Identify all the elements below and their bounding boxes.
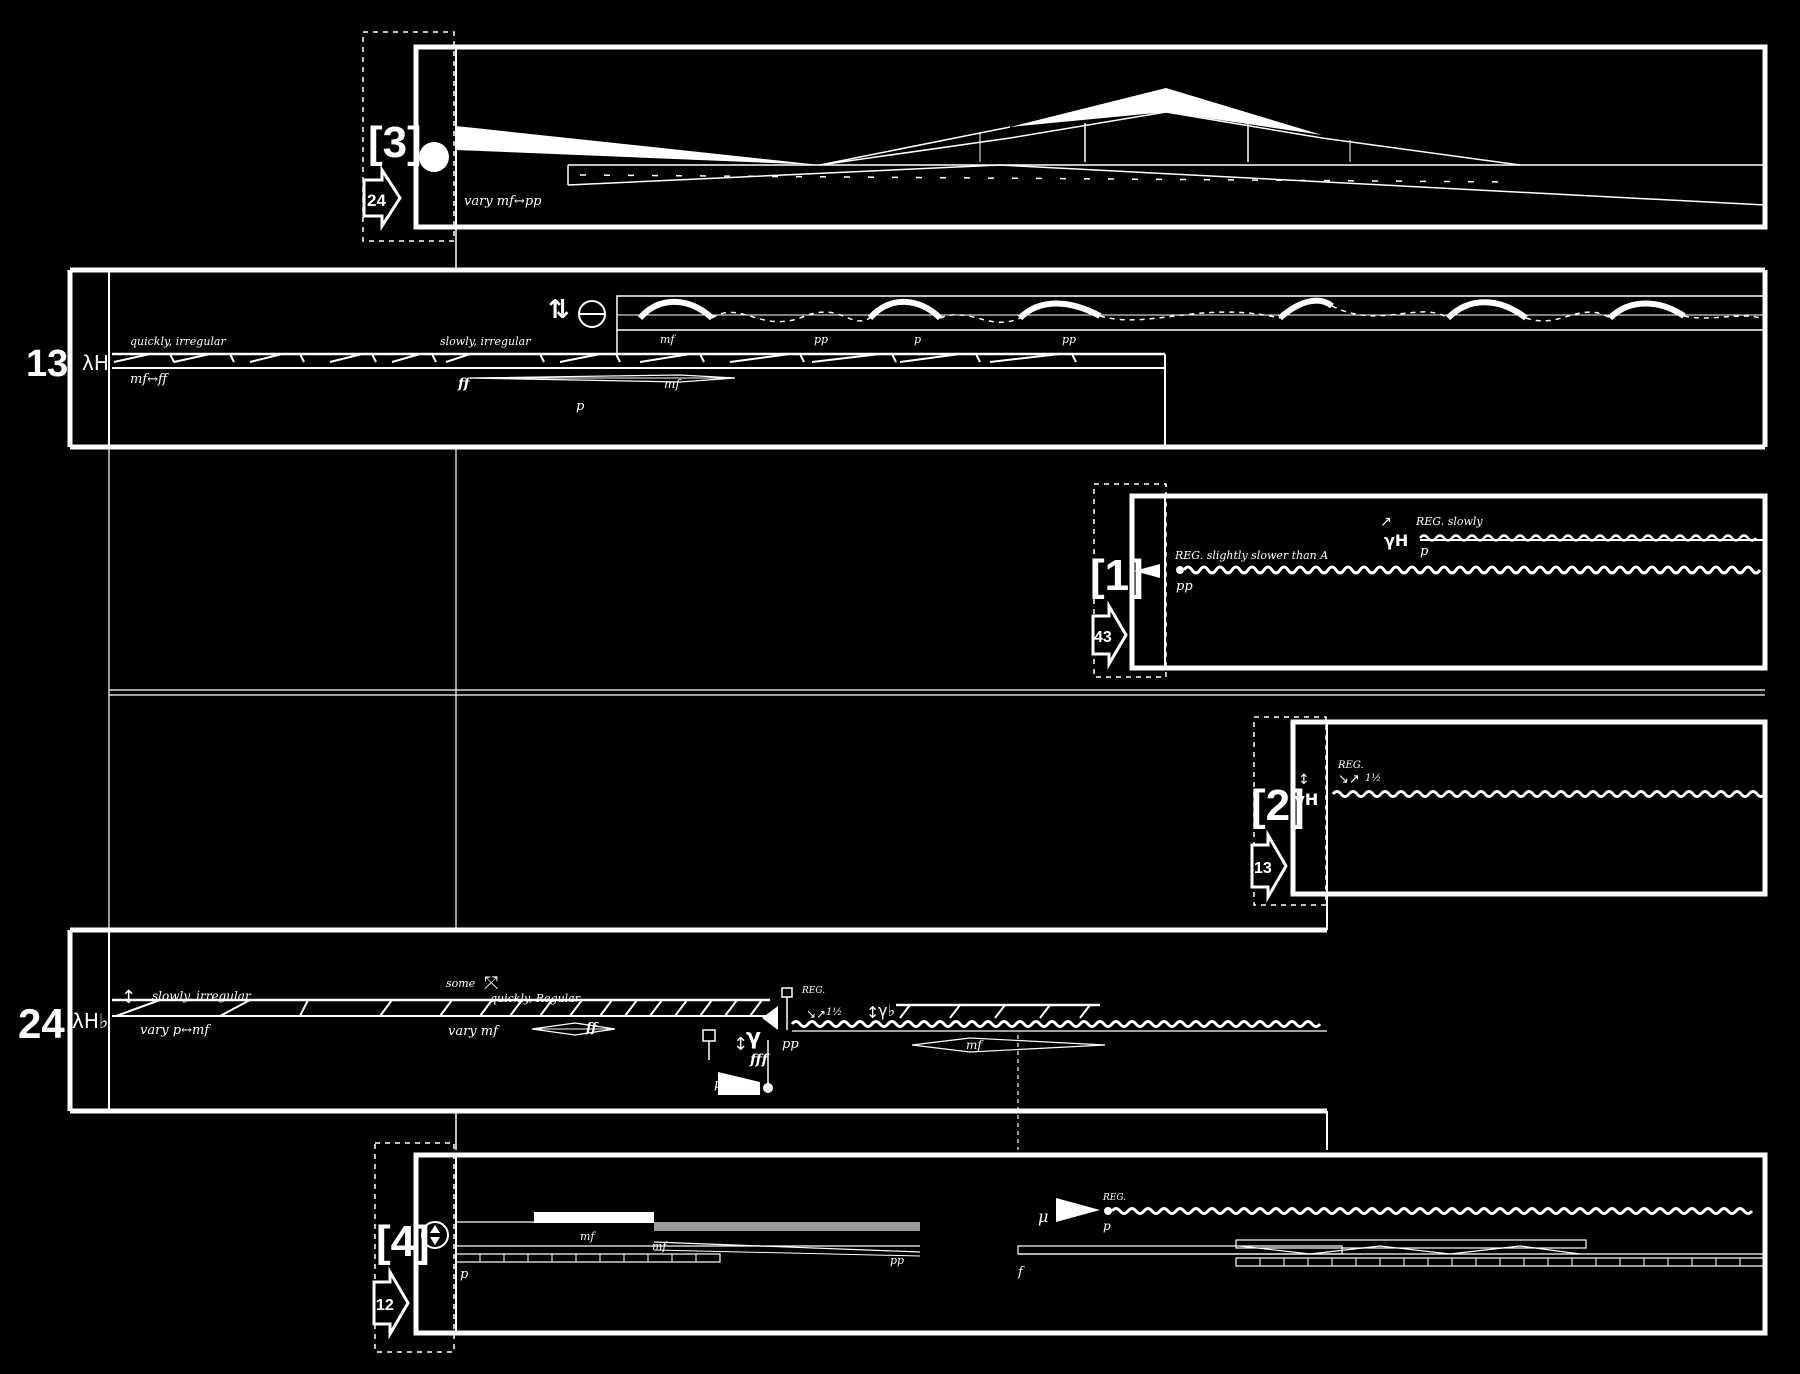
diminuendo-wedge [456,126,820,165]
row-number-24: 24 [18,1000,65,1047]
svg-text:pp: pp [814,333,828,346]
crescendo-wedge-icon [718,1072,760,1095]
svg-text:↕: ↕ [121,987,136,1008]
section-1-frame [1129,493,1768,671]
arrow-13-icon: 13 [1250,829,1288,903]
svg-text:quickly, irregular: quickly, irregular [130,335,226,348]
svg-text:REG.: REG. [1102,1193,1126,1203]
sustained-bar-grey [654,1222,920,1231]
section-2-wave [1331,790,1767,798]
svg-text:pp: pp [782,1037,799,1052]
svg-text:REG. slightly slower than A: REG. slightly slower than A [1174,549,1328,562]
svg-text:REG. slowly: REG. slowly [1415,515,1483,528]
svg-text:mf↔ff: mf↔ff [130,372,170,387]
section-1-wave-upper [1419,534,1757,542]
updown-arrow-icon: ⇅ [548,295,570,325]
arrow-24-icon: 24 [362,164,402,232]
section-3: [3] 24 vary mf↔pp [362,31,1768,242]
svg-text:slowly, irregular: slowly, irregular [440,335,531,348]
svg-text:1½: 1½ [1365,773,1381,784]
circle-icon [419,142,449,172]
section-3-dynamic: vary mf↔pp [464,194,542,209]
section-4-wave [1110,1207,1754,1215]
svg-text:↕: ↕ [733,1034,748,1055]
svg-text:γ♭: γ♭ [878,1001,895,1020]
svg-text:mf: mf [664,377,682,391]
svg-text:some: some [446,977,476,990]
svg-text:vary p↔mf: vary p↔mf [140,1023,211,1038]
arrow-43-icon: 43 [1091,600,1128,670]
row-13: 13 λH quickly, irregular mf↔ff slowly, i… [26,227,1768,450]
svg-text:pp: pp [890,1254,904,1267]
arrow-12-icon: 12 [372,1266,410,1340]
triangle-marker-icon [762,1006,778,1030]
section-2-bracket: [2] [1251,781,1305,830]
section-4-dashed-box [374,1142,455,1353]
updown-circle-icon [421,1221,449,1249]
svg-text:REG.: REG. [801,986,825,996]
svg-text:mf: mf [660,333,676,346]
row-13-sawtooth [112,352,1165,369]
svg-text:↘↗: ↘↗ [806,1007,826,1021]
section-1-bracket: [1] [1090,551,1144,600]
wedge-icon [1134,564,1160,578]
svg-text:pp: pp [1176,579,1193,594]
row-13-instrument: λH [82,351,109,375]
section-2: [2] 13 ↕ γH REG. ↘↗ 1½ [1250,716,1768,906]
svg-text:12: 12 [376,1297,394,1314]
row-number-13: 13 [26,343,68,385]
svg-text:pp: pp [1062,333,1076,346]
section-4-bracket: [4] [376,1217,430,1266]
svg-text:↘↗: ↘↗ [1338,772,1360,787]
svg-text:vary mf: vary mf [448,1024,500,1039]
row-24-gamma: γ [746,1025,761,1050]
svg-text:↕: ↕ [1298,772,1310,788]
section-2-frame [1290,719,1768,897]
svg-text:↗: ↗ [1380,514,1392,530]
svg-text:μ: μ [1038,1207,1048,1226]
svg-text:13: 13 [1254,860,1272,877]
sustained-bar-white [534,1212,654,1223]
accent-wedge-icon [1056,1198,1100,1222]
row-24-sawtooth [112,998,770,1017]
section-4-frame [413,1152,1768,1336]
svg-text:↕: ↕ [866,1003,879,1022]
svg-text:REG.: REG. [1337,760,1364,771]
section-3-frame [413,44,1768,230]
row-24: 24 λH♭ ↕ slowly, irregular vary p↔mf som… [18,894,1328,1150]
svg-text:ff: ff [457,376,472,392]
svg-text:p: p [460,1267,469,1282]
section-3-bracket: [3] [368,118,422,167]
section-4: [4] 12 mf mf p pp μ REG. p [372,1142,1768,1353]
svg-text:43: 43 [1094,629,1112,646]
svg-text:p: p [1103,1219,1111,1233]
small-box-icon [702,1029,716,1042]
svg-text:mf: mf [966,1038,984,1052]
section-1-dashed-box [1093,483,1167,678]
svg-text:f: f [1017,1265,1025,1280]
row-13-wave [637,297,1761,323]
svg-text:24: 24 [367,191,386,210]
row-24-quick-sawtooth [896,1003,1100,1019]
svg-text:mf: mf [580,1230,596,1243]
row-24-wave [790,1020,1322,1028]
svg-text:p: p [914,333,921,346]
section-1: [1] 43 REG. slightly slower than A pp γH… [1090,483,1768,678]
svg-text:p: p [1420,544,1429,559]
svg-text:quickly, Regular: quickly, Regular [490,992,581,1005]
svg-text:fff: fff [749,1052,771,1068]
section-2-instrument: γH [1294,790,1318,809]
section-1-instrument: γH [1384,531,1408,550]
svg-text:⤧: ⤧ [484,973,498,994]
svg-text:p: p [576,399,585,414]
svg-text:1½: 1½ [826,1007,842,1018]
middle-grid [108,447,1765,930]
row-24-instrument: λH♭ [72,1009,108,1033]
section-1-wave-lower [1182,565,1762,575]
